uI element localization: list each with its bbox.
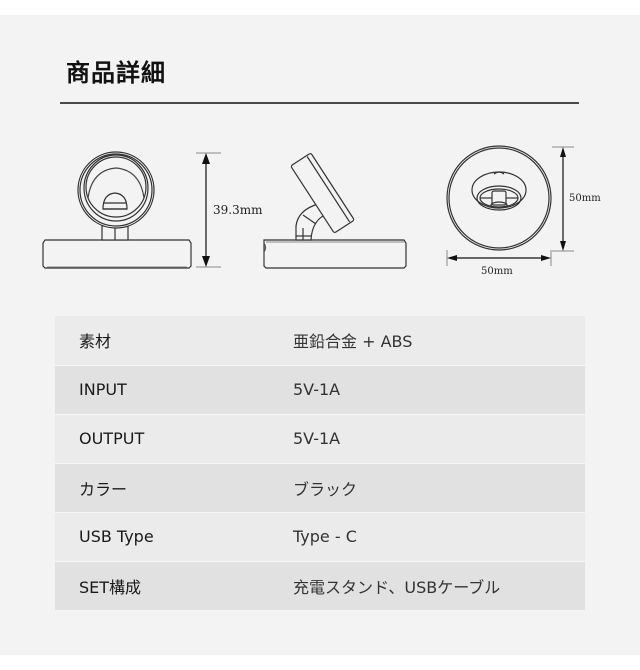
spec-value: 亜鉛合金 + ABS <box>293 332 413 352</box>
spec-value: 充電スタンド、USBケーブル <box>293 577 501 597</box>
title-divider <box>60 102 579 104</box>
spec-label: INPUT <box>79 380 127 399</box>
spec-label: OUTPUT <box>79 429 145 448</box>
spec-row-material: 素材 亜鉛合金 + ABS <box>55 316 585 365</box>
side-view-drawing <box>263 153 407 269</box>
page-title: 商品詳細 <box>66 59 166 87</box>
width-label: 50mm <box>481 266 513 277</box>
depth-label: 50mm <box>569 193 601 204</box>
front-view-drawing <box>42 151 192 269</box>
spec-label: 素材 <box>79 332 112 352</box>
spec-row-color: カラー ブラック <box>55 463 585 512</box>
dimension-drawings: 39.3mm <box>0 140 640 290</box>
spec-table: 素材 亜鉛合金 + ABS INPUT 5V-1A OUTPUT 5V-1A カ… <box>55 316 585 610</box>
spec-value: 5V-1A <box>293 380 341 399</box>
depth-dimension <box>552 146 574 252</box>
height-dimension <box>196 152 221 268</box>
spec-label: SET構成 <box>79 577 142 597</box>
spec-label: カラー <box>79 479 128 499</box>
top-view-drawing <box>446 145 552 251</box>
height-label: 39.3mm <box>213 203 263 217</box>
spec-value: Type - C <box>293 527 357 546</box>
spec-row-usb-type: USB Type Type - C <box>55 512 585 561</box>
spec-value: 5V-1A <box>293 429 341 448</box>
spec-row-input: INPUT 5V-1A <box>55 365 585 414</box>
spec-row-set-contents: SET構成 充電スタンド、USBケーブル <box>55 561 585 610</box>
product-detail-panel <box>0 15 640 655</box>
spec-row-output: OUTPUT 5V-1A <box>55 414 585 463</box>
spec-value: ブラック <box>293 479 358 499</box>
width-dimension <box>446 250 552 266</box>
spec-label: USB Type <box>79 527 154 546</box>
